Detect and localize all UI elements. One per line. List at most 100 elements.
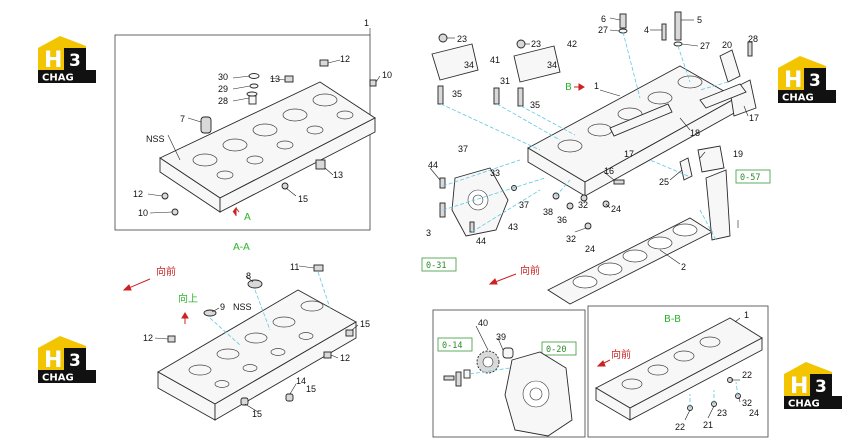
callout-23: 23 <box>457 34 467 44</box>
callouts-bottom-left: 8 11 9 12 15 12 14 15 15 NSS <box>143 262 370 419</box>
callout-25: 25 <box>659 177 669 187</box>
front-cover-assembly <box>439 157 693 237</box>
watermark-logo: H 3 CHAG <box>38 36 96 84</box>
callout-24: 24 <box>585 244 595 254</box>
callout-15: 15 <box>252 409 262 419</box>
callout-32: 32 <box>742 398 752 408</box>
callouts-top-right: 6 27 4 5 27 23 34 41 23 34 42 35 31 35 2… <box>426 14 759 272</box>
section-a-label: A <box>244 212 251 223</box>
callout-29: 29 <box>218 84 228 94</box>
direction-marks-right: 向前 <box>488 264 540 285</box>
callout-12: 12 <box>340 353 350 363</box>
callout-11: 11 <box>290 262 299 272</box>
svg-text:0-57: 0-57 <box>740 173 760 183</box>
callout-6: 6 <box>601 14 606 24</box>
callout-44: 44 <box>476 236 486 246</box>
svg-text:0-31: 0-31 <box>426 261 446 271</box>
svg-text:H: H <box>44 348 62 373</box>
svg-text:3: 3 <box>809 71 821 91</box>
callout-39: 39 <box>496 332 506 342</box>
cylinder-head-top-right <box>527 65 737 197</box>
callout-24: 24 <box>749 408 759 418</box>
direction-marks-left: 向前 向上 <box>122 265 198 324</box>
callout-13: 13 <box>270 74 280 84</box>
callout-37: 37 <box>519 200 529 210</box>
callout-12: 12 <box>143 333 153 343</box>
callout-9: 9 <box>220 302 225 312</box>
section-a-a-title: A-A <box>233 242 250 253</box>
callout-19: 19 <box>733 149 743 159</box>
callout-15: 15 <box>306 384 316 394</box>
section-b-b-title: B-B <box>664 314 681 325</box>
bb-inset: B-B 向前 1 22 32 24 22 21 23 <box>595 310 763 432</box>
svg-text:0-20: 0-20 <box>546 345 566 355</box>
watermark-logo: H 3 CHAG <box>778 56 836 104</box>
callouts-top-left: 1 30 29 28 13 12 10 7 12 10 15 13 NSS <box>133 18 392 218</box>
callout-1: 1 <box>364 18 369 28</box>
svg-text:0-14: 0-14 <box>442 341 462 351</box>
callout-4: 4 <box>644 25 649 35</box>
callout-33: 33 <box>490 168 500 178</box>
callout-22: 22 <box>675 422 685 432</box>
nss-label: NSS <box>146 134 165 144</box>
section-b-marker: B <box>565 82 585 93</box>
callout-40: 40 <box>478 318 488 328</box>
callout-1: 1 <box>744 310 749 320</box>
bolts-top <box>618 11 683 47</box>
callout-17: 17 <box>624 149 634 159</box>
callout-28: 28 <box>748 34 758 44</box>
callout-18: 18 <box>690 128 700 138</box>
cyan-guide-lines-top-right <box>440 31 729 241</box>
watermark-logo: H 3 CHAG <box>784 362 842 410</box>
svg-text:CHAG: CHAG <box>42 373 74 384</box>
rocker-brackets <box>431 33 561 107</box>
head-gasket <box>547 217 713 305</box>
ref-box-c20: 0-20 <box>541 341 577 356</box>
svg-text:H: H <box>44 48 62 73</box>
callout-44: 44 <box>428 160 438 170</box>
callout-38: 38 <box>543 207 553 217</box>
side-covers-right <box>609 41 757 241</box>
callout-32: 32 <box>578 200 588 210</box>
callout-17: 17 <box>749 113 759 123</box>
callout-22: 22 <box>742 370 752 380</box>
leaders-bottom-left <box>154 265 359 413</box>
callout-23: 23 <box>717 408 727 418</box>
svg-text:CHAG: CHAG <box>42 73 74 84</box>
callout-21: 21 <box>703 420 713 430</box>
callout-12: 12 <box>133 189 143 199</box>
svg-text:H: H <box>784 68 802 93</box>
callout-13: 13 <box>333 170 343 180</box>
callout-27: 27 <box>598 25 608 35</box>
section-a-marker: A A-A <box>232 206 251 253</box>
svg-text:H: H <box>790 374 808 399</box>
callout-35: 35 <box>452 89 462 99</box>
watermark-logo: H 3 CHAG <box>38 336 96 384</box>
callout-20: 20 <box>722 40 732 50</box>
forward-direction-label: 向前 <box>156 265 176 278</box>
callout-34: 34 <box>547 60 557 70</box>
callout-8: 8 <box>246 271 251 281</box>
callout-28: 28 <box>218 96 228 106</box>
callout-35: 35 <box>530 100 540 110</box>
forward-direction-label: 向前 <box>520 264 540 277</box>
callout-36: 36 <box>557 215 567 225</box>
callout-3: 3 <box>426 228 431 238</box>
svg-text:3: 3 <box>69 51 81 71</box>
callout-37: 37 <box>458 144 468 154</box>
callout-12: 12 <box>340 54 350 64</box>
callout-34: 34 <box>464 60 474 70</box>
callout-10: 10 <box>382 70 392 80</box>
callout-30: 30 <box>218 72 228 82</box>
callout-41: 41 <box>490 55 500 65</box>
svg-text:CHAG: CHAG <box>788 399 820 410</box>
callout-27: 27 <box>700 41 710 51</box>
callout-42: 42 <box>567 39 577 49</box>
ref-box-c31: 0-31 <box>421 257 457 272</box>
gear-inset: 0-14 0-20 40 39 <box>437 318 577 437</box>
inset-frame-gear <box>432 309 586 438</box>
callout-24: 24 <box>611 204 621 214</box>
cylinder-head-bottom-left <box>157 264 357 421</box>
callout-2: 2 <box>681 262 686 272</box>
